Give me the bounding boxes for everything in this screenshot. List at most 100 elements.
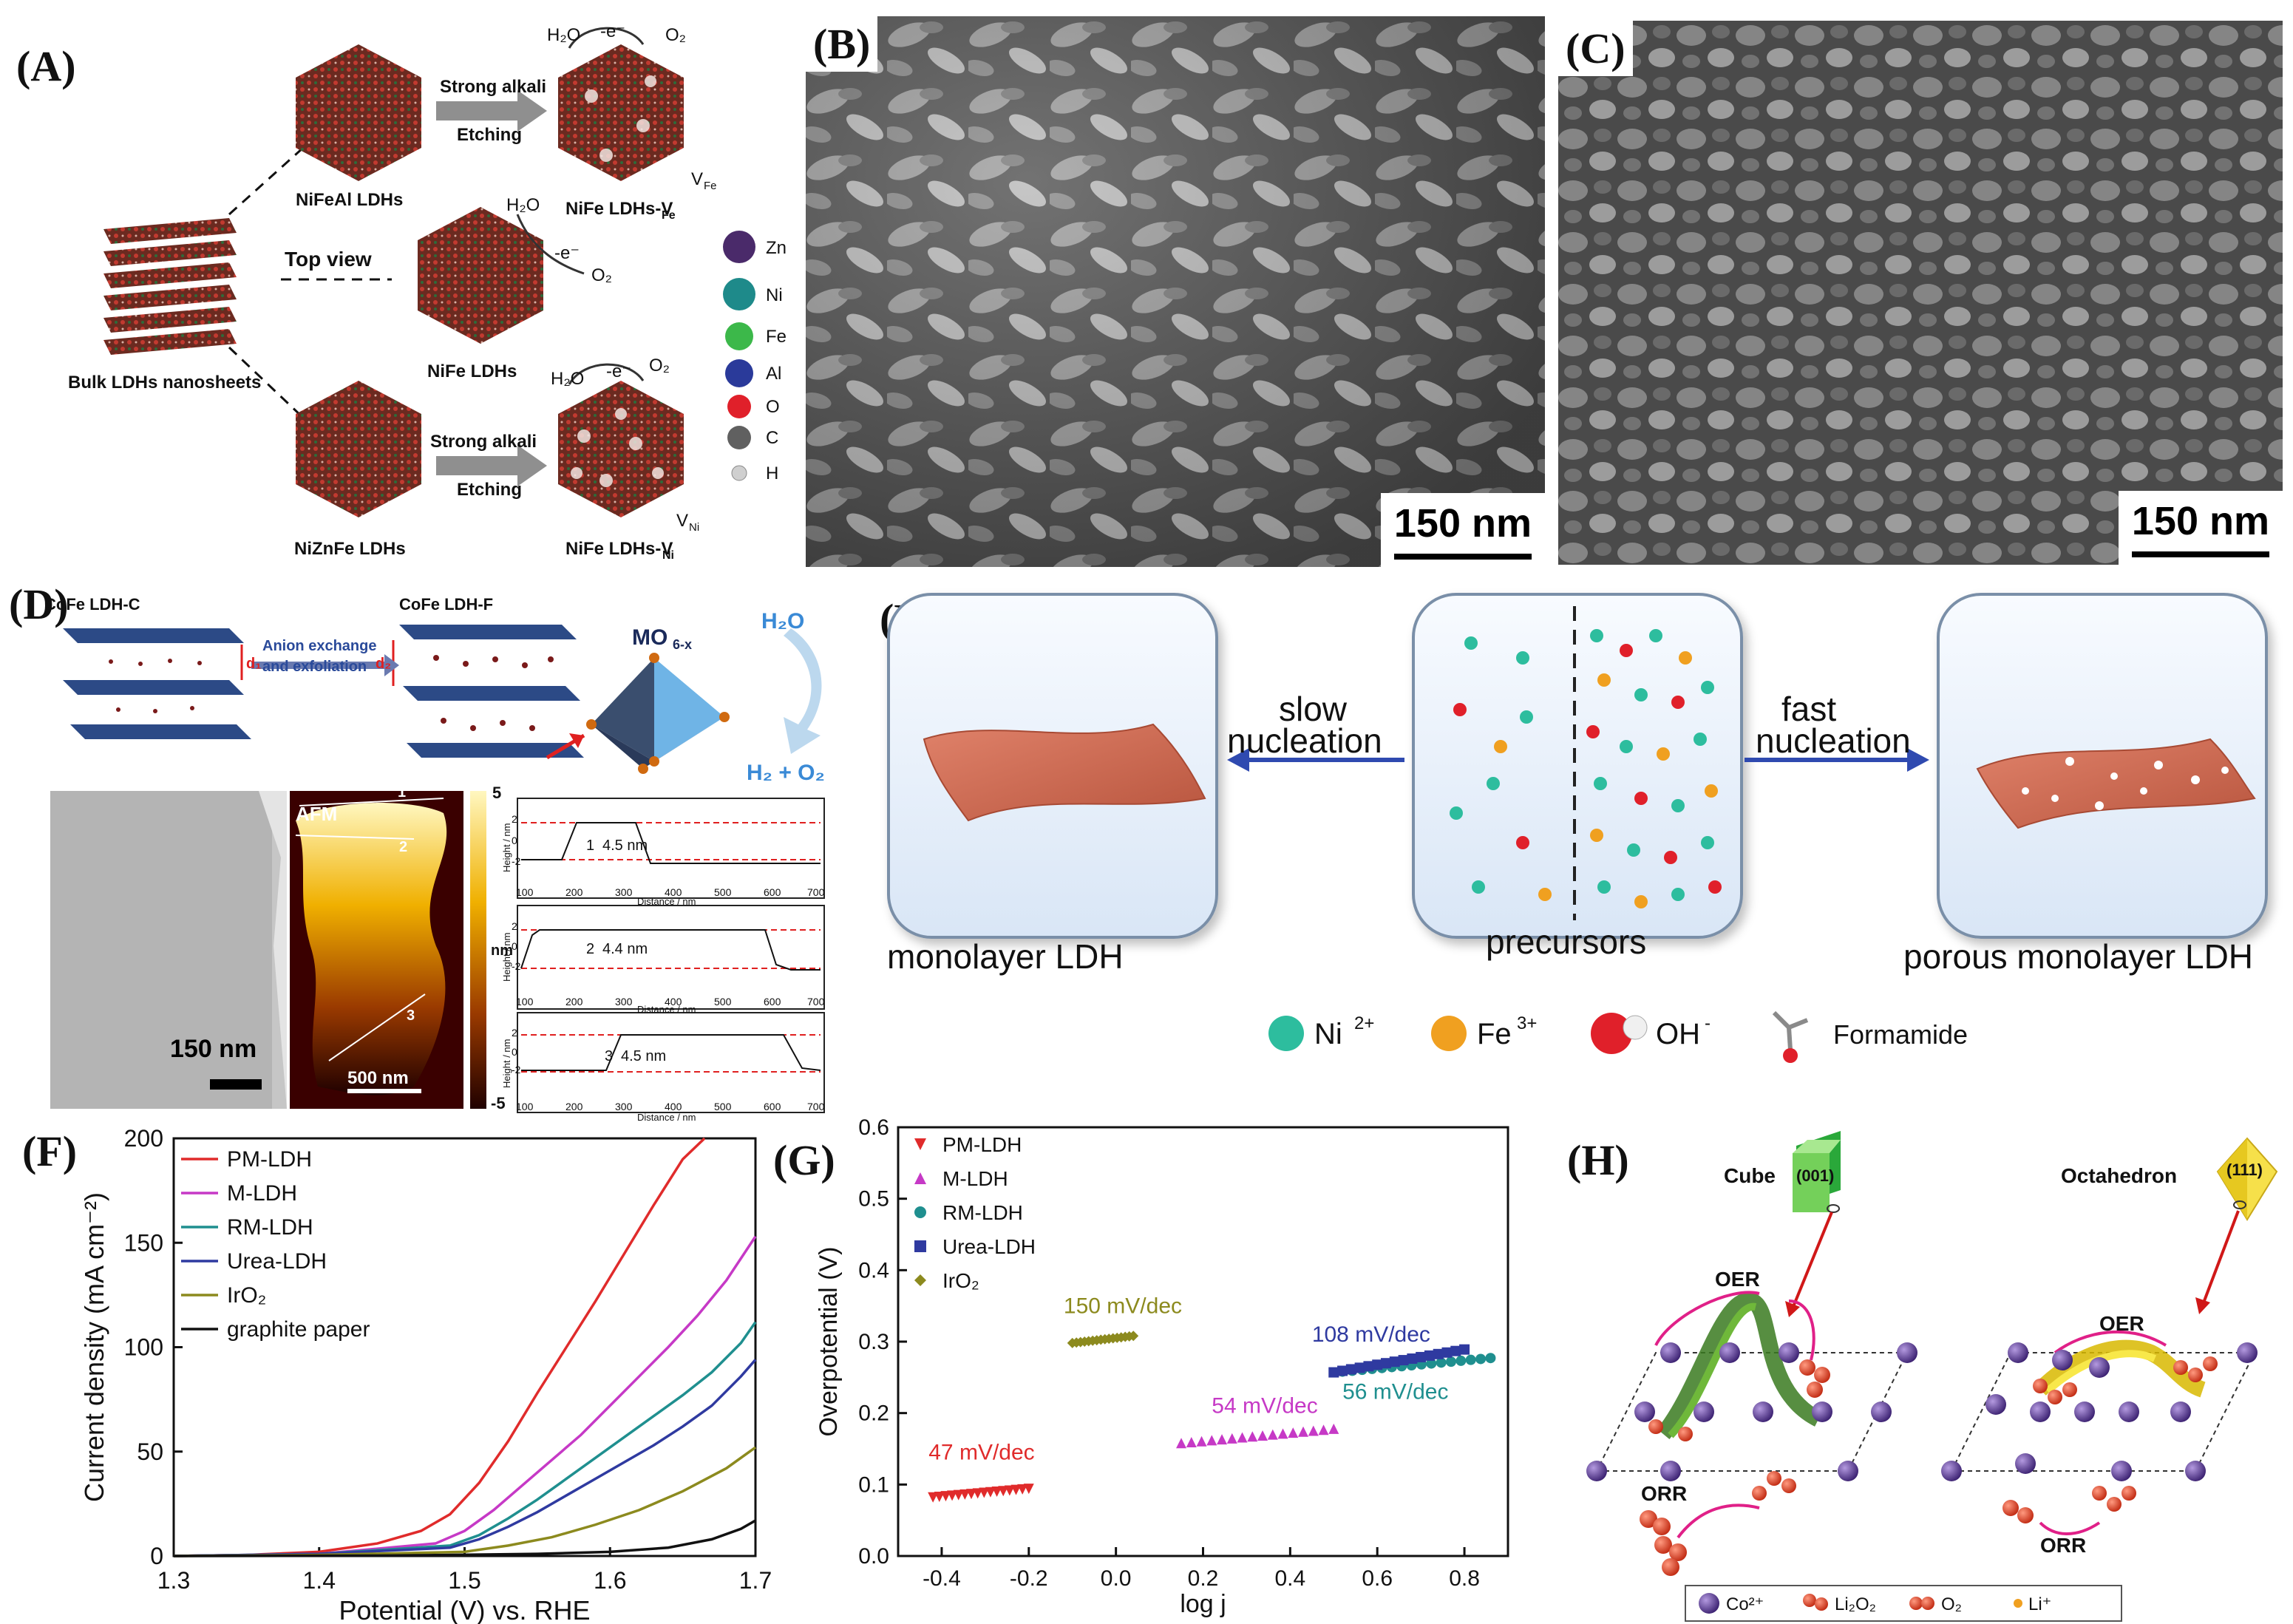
afm-label: AFM [296, 803, 337, 825]
series-line [173, 1519, 756, 1557]
label-cube: Cube [1724, 1164, 1776, 1187]
data-point [1328, 1423, 1339, 1434]
h2o-2: H₂O [506, 195, 540, 215]
data-point [1237, 1432, 1248, 1443]
p1-xtick-1: 200 [565, 886, 583, 898]
legend-entry: RM-LDH [227, 1215, 313, 1240]
legend-o: O [766, 397, 780, 417]
series-line [173, 1446, 757, 1557]
slope-label: 108 mV/dec [1312, 1322, 1430, 1347]
e-2: -e⁻ [554, 243, 580, 263]
legend-entry: M-LDH [227, 1181, 297, 1206]
panel-label-b: (B) [806, 16, 878, 72]
panel-c-sem-image: (C) 150 nm [1558, 21, 2283, 565]
profile-2-xlabel: Distance / nm [637, 1004, 696, 1015]
label-porous: porous monolayer LDH [1903, 937, 2253, 976]
oer-label-2: OER [2099, 1312, 2144, 1335]
p3-ytick-0: 2 [512, 1027, 517, 1039]
legend-o2: O₂ [1941, 1594, 1962, 1614]
profile-ticks: 2 0 -2 2 0 -2 2 0 -2 100 200 300 400 500… [512, 813, 825, 1112]
data-point [1196, 1436, 1207, 1447]
label-nife-vfe-sub: Fe [662, 209, 676, 222]
e-3: -e⁻ [606, 361, 631, 381]
data-point [966, 1489, 976, 1500]
legend-li2o2: Li₂O₂ [1835, 1594, 1876, 1614]
colorbar-bot: -5 [491, 1094, 506, 1112]
profile-3-xlabel: Distance / nm [637, 1112, 696, 1123]
afm-scale: 500 nm [347, 1068, 409, 1088]
mo-label: MO [632, 625, 667, 650]
legend-c: C [766, 428, 778, 448]
data-point [1446, 1356, 1456, 1368]
panel-label-h: (H) [1567, 1136, 1629, 1184]
x-tick-label: 0.0 [1101, 1566, 1132, 1591]
height-profile-1 [517, 798, 825, 899]
scale-text-c: 150 nm [2131, 499, 2269, 543]
slope-label: 150 mV/dec [1064, 1294, 1182, 1318]
data-point [1298, 1426, 1309, 1437]
legend-li: Li⁺ [2028, 1594, 2051, 1614]
atom-legend [723, 231, 755, 481]
panel-e-graphics: monolayer LDH precursors porous monolaye… [887, 606, 2256, 1063]
data-point [1436, 1357, 1447, 1368]
precursor-dots [1450, 629, 1722, 908]
legend-oh: OH [1656, 1018, 1700, 1050]
y-tick-label: 0.5 [858, 1187, 889, 1212]
p1-ytick-2: -2 [512, 855, 521, 867]
p2-ytick-0: 2 [512, 920, 517, 932]
p1-xtick-0: 100 [516, 886, 534, 898]
slope-label: 54 mV/dec [1212, 1394, 1317, 1419]
card-precursors [1412, 593, 1743, 939]
data-point [1363, 1361, 1374, 1372]
data-point [1398, 1355, 1409, 1366]
legend-entry: PM-LDH [942, 1133, 1022, 1156]
legend-fe-sup: 3+ [1517, 1013, 1537, 1033]
panel-d: (D) [0, 577, 843, 1124]
label-vni-sub: Ni [689, 521, 699, 534]
profile-2-height: 4.4 nm [602, 941, 648, 957]
p2-xtick-4: 500 [714, 996, 732, 1008]
colorbar-mid: nm [491, 942, 513, 959]
p3-xtick-0: 100 [516, 1101, 534, 1112]
height-profile-3 [517, 1012, 825, 1113]
p3-xtick-5: 600 [764, 1101, 781, 1112]
panel-h: (H) [1538, 1109, 2293, 1624]
data-point [1226, 1433, 1237, 1444]
data-point [1354, 1362, 1365, 1373]
legend-entry: Urea-LDH [942, 1235, 1036, 1258]
label-nife-vfe: NiFe LDHs-V [565, 199, 673, 219]
data-point [953, 1489, 964, 1501]
data-point [1475, 1353, 1487, 1365]
panel-label-c: (C) [1558, 21, 1633, 76]
slope-label: 56 mV/dec [1342, 1379, 1448, 1404]
data-point [914, 1172, 926, 1184]
legend-zn: Zn [766, 238, 787, 258]
data-point [1308, 1425, 1319, 1436]
label-cofe-f: CoFe LDH-F [399, 595, 493, 614]
mo-sub: 6-x [673, 637, 692, 652]
x-tick-label: -0.4 [923, 1566, 961, 1591]
legend-entry: graphite paper [227, 1317, 370, 1342]
data-point [1267, 1429, 1278, 1440]
data-point [1217, 1434, 1228, 1445]
data-point [914, 1240, 926, 1252]
p2-ytick-1: 0 [512, 940, 517, 952]
o2-1: O₂ [665, 25, 686, 45]
profile-3-height: 4.5 nm [621, 1048, 666, 1064]
hex-nifeal [296, 44, 421, 181]
legend-co: Co²⁺ [1726, 1594, 1764, 1614]
profile-3-num: 3 [605, 1048, 613, 1064]
data-point [914, 1274, 926, 1286]
slow-label-2: nucleation [1227, 721, 1382, 760]
oer-label-1: OER [1715, 1268, 1760, 1291]
data-point [1345, 1364, 1356, 1375]
p2-xtick-2: 300 [615, 996, 633, 1008]
h2o2-label: H₂ + O₂ [747, 761, 825, 785]
legend-formamide: Formamide [1833, 1019, 1968, 1050]
x-tick-label: 1.7 [739, 1567, 772, 1594]
legend-al: Al [766, 364, 781, 384]
x-tick-label: -0.2 [1010, 1566, 1048, 1591]
